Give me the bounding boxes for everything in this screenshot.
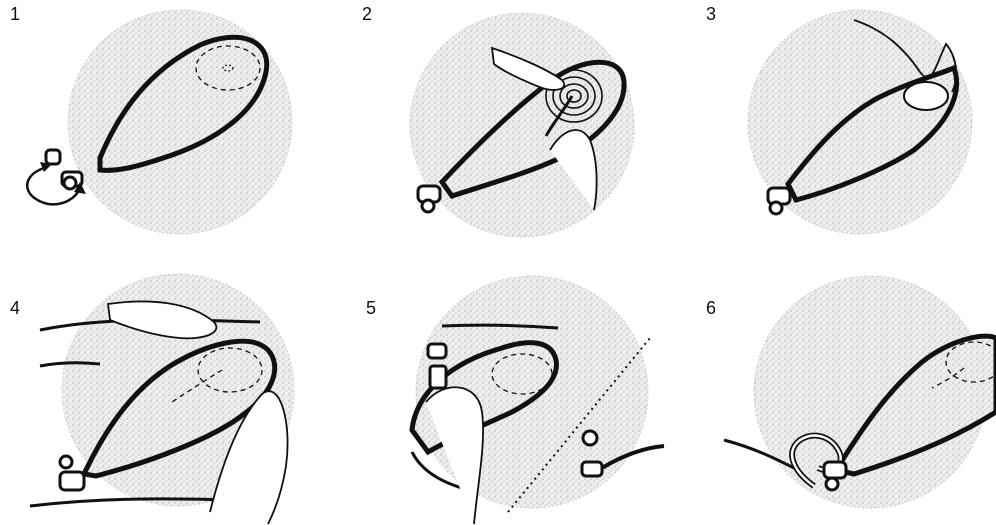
step-2-illustration [332,0,664,262]
bag-opening [904,82,948,110]
step-5-illustration [332,262,664,524]
step-3-panel: 3 [664,0,996,262]
step-6-panel: 6 [664,262,996,524]
step-4-panel: 4 [0,262,332,524]
valve-connector [428,344,446,388]
step-6-illustration [664,262,996,524]
step-1-panel: 1 [0,0,332,262]
step-1-illustration [0,0,332,262]
step-2-panel: 2 [332,0,664,262]
step-5-panel: 5 [332,262,664,524]
valve-connector [768,188,790,214]
valve-connector [418,186,440,212]
step-4-illustration [0,262,332,524]
valve-connector [60,456,84,490]
step-3-illustration [664,0,996,262]
